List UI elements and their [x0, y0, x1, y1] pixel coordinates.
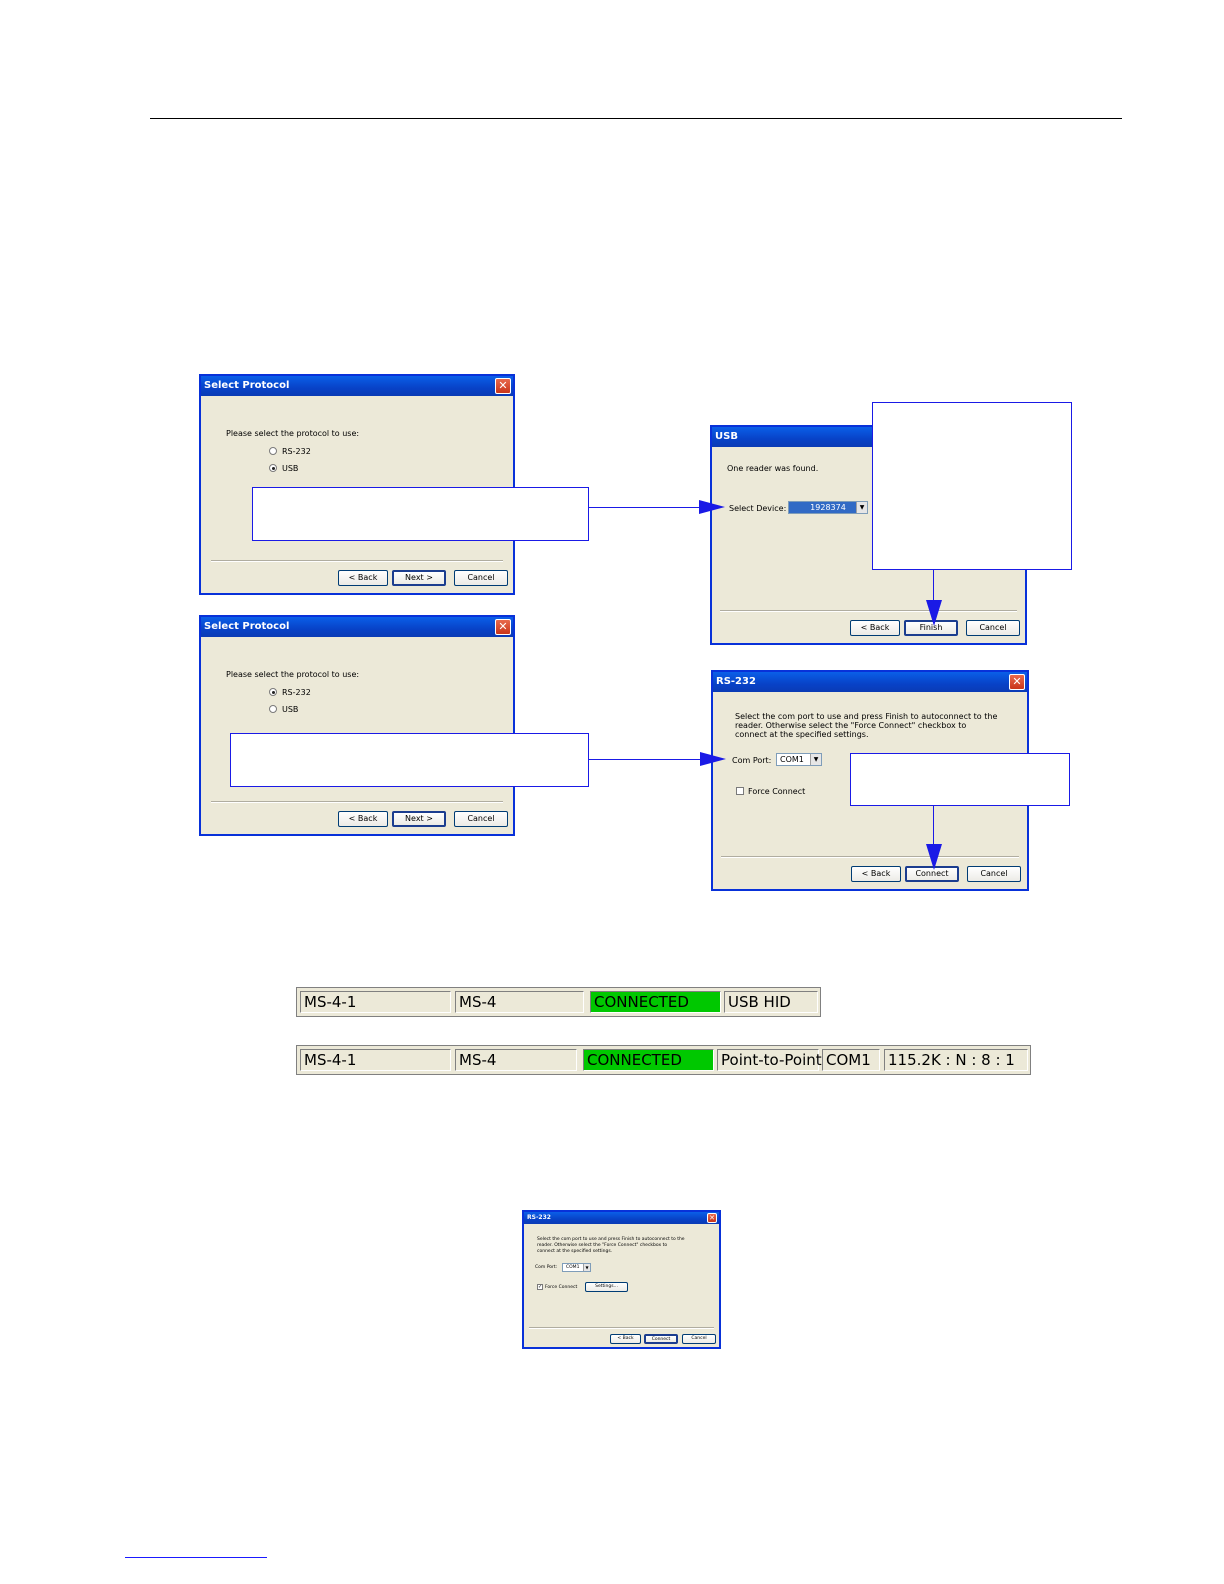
chevron-down-icon[interactable]: ▼ — [856, 502, 867, 513]
dialog-title: RS-232 — [713, 672, 1027, 692]
connect-button[interactable]: Connect — [644, 1334, 678, 1344]
close-icon[interactable]: ✕ — [495, 619, 511, 635]
select-protocol-dialog-usb: Select Protocol ✕ Please select the prot… — [199, 374, 515, 595]
back-button[interactable]: < Back — [338, 811, 388, 827]
rs232-message-line-3: connect at the specified settings. — [735, 730, 869, 739]
divider — [720, 610, 1017, 612]
status-port: COM1 — [822, 1049, 880, 1071]
radio-rs232[interactable] — [269, 688, 277, 696]
com-port-label: Com Port: — [535, 1265, 558, 1270]
divider — [211, 560, 503, 562]
divider — [211, 801, 503, 803]
callout-rs232-connect — [850, 753, 1070, 806]
back-button[interactable]: < Back — [338, 570, 388, 586]
back-button[interactable]: < Back — [851, 866, 901, 882]
cancel-button[interactable]: Cancel — [967, 866, 1021, 882]
back-button[interactable]: < Back — [610, 1334, 641, 1344]
arrow-head-right-icon — [700, 752, 726, 766]
rs232-message-line-1: Select the com port to use and press Fin… — [735, 712, 998, 721]
callout-com-port — [230, 733, 589, 787]
arrow-line-usb-device — [589, 507, 701, 508]
chevron-down-icon[interactable]: ▼ — [810, 754, 821, 765]
divider — [529, 1327, 714, 1329]
arrow-head-right-icon — [699, 500, 725, 514]
rs232-message-line-2: reader. Otherwise select the "Force Conn… — [735, 721, 967, 730]
next-button[interactable]: Next > — [392, 811, 446, 827]
radio-rs232[interactable] — [269, 447, 277, 455]
status-bar-rs232: MS-4-1 MS-4 CONNECTED Point-to-Point COM… — [296, 1045, 1031, 1075]
radio-rs232-label: RS-232 — [282, 688, 311, 697]
status-model: MS-4 — [455, 1049, 577, 1071]
com-port-value: COM1 — [566, 1265, 580, 1270]
protocol-prompt: Please select the protocol to use: — [226, 670, 360, 679]
select-device-label: Select Device: — [729, 504, 787, 513]
com-port-label: Com Port: — [732, 756, 772, 765]
arrow-line-rs232-connect — [933, 806, 934, 846]
dialog-title: RS-232 — [524, 1212, 719, 1224]
status-connection: CONNECTED — [583, 1049, 714, 1071]
arrow-head-down-icon — [926, 600, 942, 626]
callout-usb-finish — [872, 402, 1072, 570]
com-port-dropdown[interactable]: COM1 ▼ — [776, 753, 822, 766]
cancel-button[interactable]: Cancel — [682, 1334, 716, 1344]
settings-button[interactable]: Settings... — [585, 1282, 628, 1292]
chevron-down-icon[interactable]: ▼ — [583, 1264, 590, 1271]
status-model: MS-4 — [455, 991, 584, 1013]
radio-rs232-label: RS-232 — [282, 447, 311, 456]
com-port-value: COM1 — [780, 755, 804, 764]
radio-usb[interactable] — [269, 705, 277, 713]
rs232-message-line-3: connect at the specified settings. — [537, 1249, 613, 1254]
com-port-dropdown[interactable]: COM1 ▼ — [562, 1263, 591, 1272]
finish-button[interactable]: Finish — [904, 620, 958, 636]
force-connect-label: Force Connect — [545, 1285, 578, 1290]
rs232-message-line-2: reader. Otherwise select the "Force Conn… — [537, 1243, 668, 1248]
force-connect-label: Force Connect — [748, 787, 806, 796]
radio-usb[interactable] — [269, 464, 277, 472]
status-mode: Point-to-Point — [717, 1049, 822, 1071]
close-icon[interactable]: ✕ — [1009, 674, 1025, 690]
rs232-message-line-1: Select the com port to use and press Fin… — [537, 1237, 685, 1242]
arrow-line-usb-finish — [933, 570, 934, 602]
header-rule — [150, 118, 1122, 119]
status-bar-usb: MS-4-1 MS-4 CONNECTED USB HID — [296, 987, 821, 1017]
next-button[interactable]: Next > — [392, 570, 446, 586]
status-reader-name: MS-4-1 — [300, 991, 451, 1013]
footer-link-underline — [125, 1557, 267, 1558]
select-device-value: 1928374 — [810, 503, 846, 512]
status-interface: USB HID — [724, 991, 818, 1013]
protocol-prompt: Please select the protocol to use: — [226, 429, 360, 438]
close-icon[interactable]: ✕ — [707, 1213, 717, 1223]
select-protocol-dialog-rs232: Select Protocol ✕ Please select the prot… — [199, 615, 515, 836]
arrow-line-com-port — [589, 759, 702, 760]
divider — [721, 856, 1019, 858]
status-baud-settings: 115.2K : N : 8 : 1 — [884, 1049, 1028, 1071]
cancel-button[interactable]: Cancel — [454, 570, 508, 586]
callout-usb-device — [252, 487, 589, 541]
status-reader-name: MS-4-1 — [300, 1049, 451, 1071]
cancel-button[interactable]: Cancel — [454, 811, 508, 827]
arrow-head-down-icon — [926, 844, 942, 870]
radio-usb-label: USB — [282, 464, 299, 473]
usb-message: One reader was found. — [727, 464, 819, 473]
cancel-button[interactable]: Cancel — [966, 620, 1020, 636]
force-connect-checkbox[interactable]: ✓ — [537, 1284, 543, 1290]
dialog-title: Select Protocol — [201, 617, 513, 637]
status-connection: CONNECTED — [590, 991, 721, 1013]
close-icon[interactable]: ✕ — [495, 378, 511, 394]
select-device-dropdown[interactable]: 1928374 ▼ — [788, 501, 868, 514]
rs232-force-connect-dialog: RS-232 ✕ Select the com port to use and … — [522, 1210, 721, 1349]
back-button[interactable]: < Back — [850, 620, 900, 636]
dialog-title: Select Protocol — [201, 376, 513, 396]
radio-usb-label: USB — [282, 705, 299, 714]
force-connect-checkbox[interactable] — [736, 787, 744, 795]
